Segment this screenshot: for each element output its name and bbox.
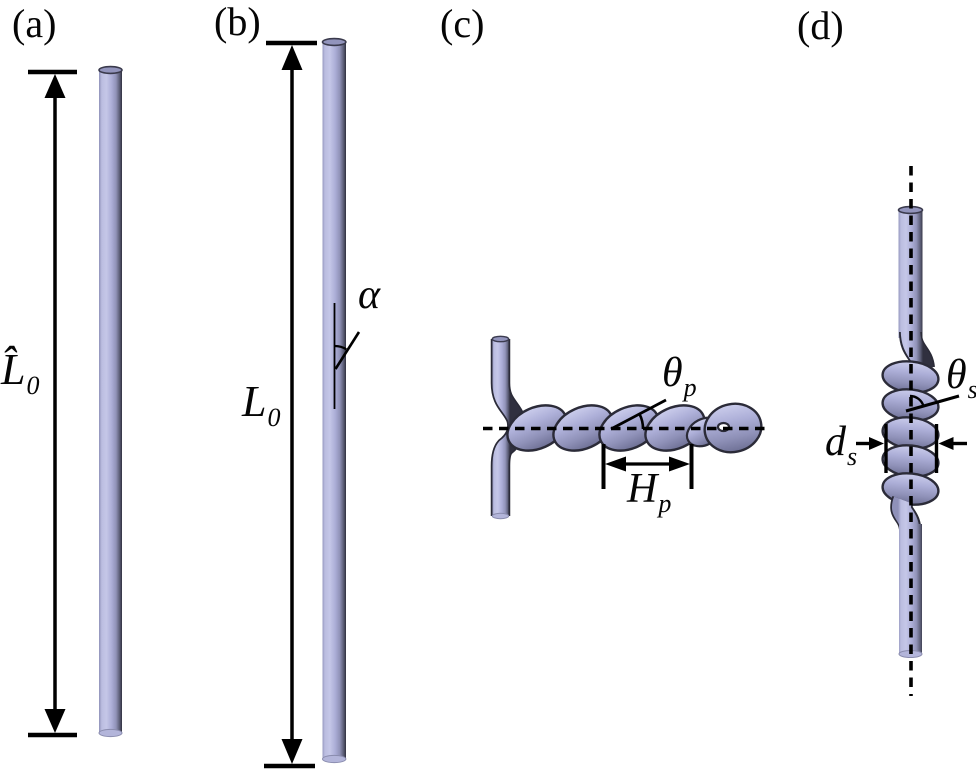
panel-label-b-text: (b) bbox=[214, 0, 261, 44]
arrowhead-right-icon bbox=[669, 456, 690, 472]
coil-diameter-label: ds bbox=[825, 419, 857, 470]
ply-angle-marker bbox=[610, 398, 667, 431]
twist-angle-line bbox=[334, 331, 361, 370]
feed-fiber-top-cap bbox=[491, 335, 510, 343]
length-dimension-b bbox=[264, 40, 317, 769]
coil-angle-line bbox=[905, 394, 960, 413]
panel-d-graphic bbox=[856, 166, 967, 696]
arrowhead-down-icon bbox=[44, 709, 66, 733]
twisted-length-symbol: L bbox=[242, 377, 267, 426]
coil-angle-label: θs bbox=[946, 352, 976, 403]
arrowhead-up-icon bbox=[44, 74, 66, 98]
initial-length-subscript: 0 bbox=[26, 371, 40, 400]
ply-angle-arc bbox=[638, 412, 645, 430]
coiled-fiber-d bbox=[881, 205, 940, 658]
arrowhead-right-icon bbox=[869, 437, 884, 450]
coil-diameter-subscript: s bbox=[847, 442, 858, 471]
panel-label-a: (a) bbox=[12, 4, 56, 44]
arrowhead-down-icon bbox=[281, 739, 303, 764]
ply-end-loop bbox=[703, 402, 763, 454]
panel-a-graphic bbox=[28, 65, 123, 738]
panel-label-c: (c) bbox=[440, 4, 484, 44]
straight-fiber-a bbox=[98, 65, 123, 738]
ply-angle-subscript: p bbox=[683, 373, 697, 402]
fiber-bottom-cap-a bbox=[98, 728, 123, 738]
panel-label-b: (b) bbox=[214, 2, 261, 42]
length-dimension-a bbox=[28, 69, 77, 738]
panel-label-d-text: (d) bbox=[797, 3, 844, 48]
coil-diameter-symbol: d bbox=[825, 419, 846, 465]
panel-label-c-text: (c) bbox=[440, 1, 485, 46]
panel-c-graphic bbox=[483, 335, 771, 520]
ply-pitch-subscript: p bbox=[658, 489, 672, 518]
coil-angle-symbol: θ bbox=[946, 352, 967, 398]
fiber-top-cap-a bbox=[98, 65, 123, 75]
ply-angle-symbol: θ bbox=[662, 350, 683, 396]
fiber-body-a bbox=[99, 70, 122, 733]
arrowhead-up-icon bbox=[281, 45, 303, 70]
feed-fiber-bottom-cap bbox=[491, 512, 510, 520]
ply-pitch-label: Hp bbox=[627, 466, 671, 517]
panel-label-a-text: (a) bbox=[12, 1, 57, 46]
pitch-dimension bbox=[601, 444, 694, 489]
panel-label-d: (d) bbox=[797, 6, 844, 46]
fiber-top-cap-b bbox=[321, 37, 347, 47]
twist-angle-arc bbox=[334, 344, 347, 351]
ply-angle-label: θp bbox=[662, 350, 697, 401]
ply-pitch-symbol: H bbox=[627, 466, 658, 512]
coil-angle-marker bbox=[905, 394, 960, 413]
twist-angle-label: α bbox=[358, 274, 381, 316]
coil-angle-arc bbox=[909, 394, 925, 407]
arrowhead-left-icon bbox=[938, 437, 954, 450]
twist-angle-marker bbox=[333, 303, 361, 409]
fiber-bottom-cap-b bbox=[322, 754, 347, 764]
initial-length-symbol: L̂ bbox=[1, 345, 26, 394]
panel-b-graphic bbox=[264, 37, 361, 769]
initial-length-label: L̂0 bbox=[1, 345, 39, 399]
coil-diameter-dimension bbox=[856, 424, 967, 473]
twisted-length-label: L0 bbox=[242, 377, 280, 431]
fiber-lower-segment-d bbox=[899, 524, 922, 654]
arrowhead-left-icon bbox=[605, 456, 626, 472]
coil-angle-subscript: s bbox=[968, 375, 976, 404]
twist-angle-symbol: α bbox=[358, 272, 381, 318]
twisted-length-subscript: 0 bbox=[267, 403, 281, 432]
